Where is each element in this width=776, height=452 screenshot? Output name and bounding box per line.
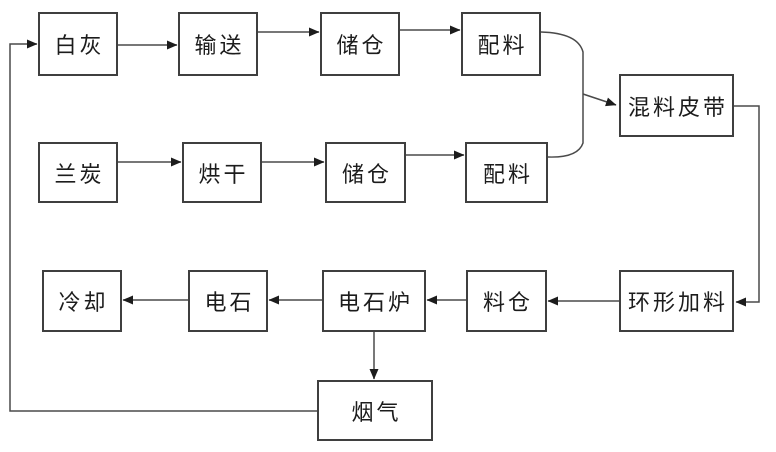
edge-batching-merge: [540, 31, 584, 158]
node-ring-feeder: 环形加料: [619, 270, 734, 332]
node-batching-2: 配料: [465, 142, 548, 203]
node-conveying: 输送: [178, 12, 258, 76]
node-mixing-belt: 混料皮带: [619, 74, 734, 137]
node-storage-bin-1: 储仓: [320, 12, 400, 76]
edge-merge-to-mixing-belt: [582, 93, 617, 107]
node-storage-bin-2: 储仓: [325, 142, 406, 203]
node-material-bin: 料仓: [466, 270, 547, 332]
node-flue-gas: 烟气: [317, 380, 433, 441]
node-batching-1: 配料: [461, 12, 541, 76]
edge-flue-gas-to-white-lime: [9, 39, 317, 412]
node-drying: 烘干: [182, 142, 262, 203]
node-cooling: 冷却: [42, 270, 122, 332]
node-carbide: 电石: [188, 270, 268, 332]
node-white-lime: 白灰: [38, 12, 118, 76]
edge-mixing-belt-to-ring-feeder: [734, 105, 760, 307]
node-carbide-furnace: 电石炉: [322, 270, 426, 332]
node-semi-coke: 兰炭: [38, 142, 118, 203]
